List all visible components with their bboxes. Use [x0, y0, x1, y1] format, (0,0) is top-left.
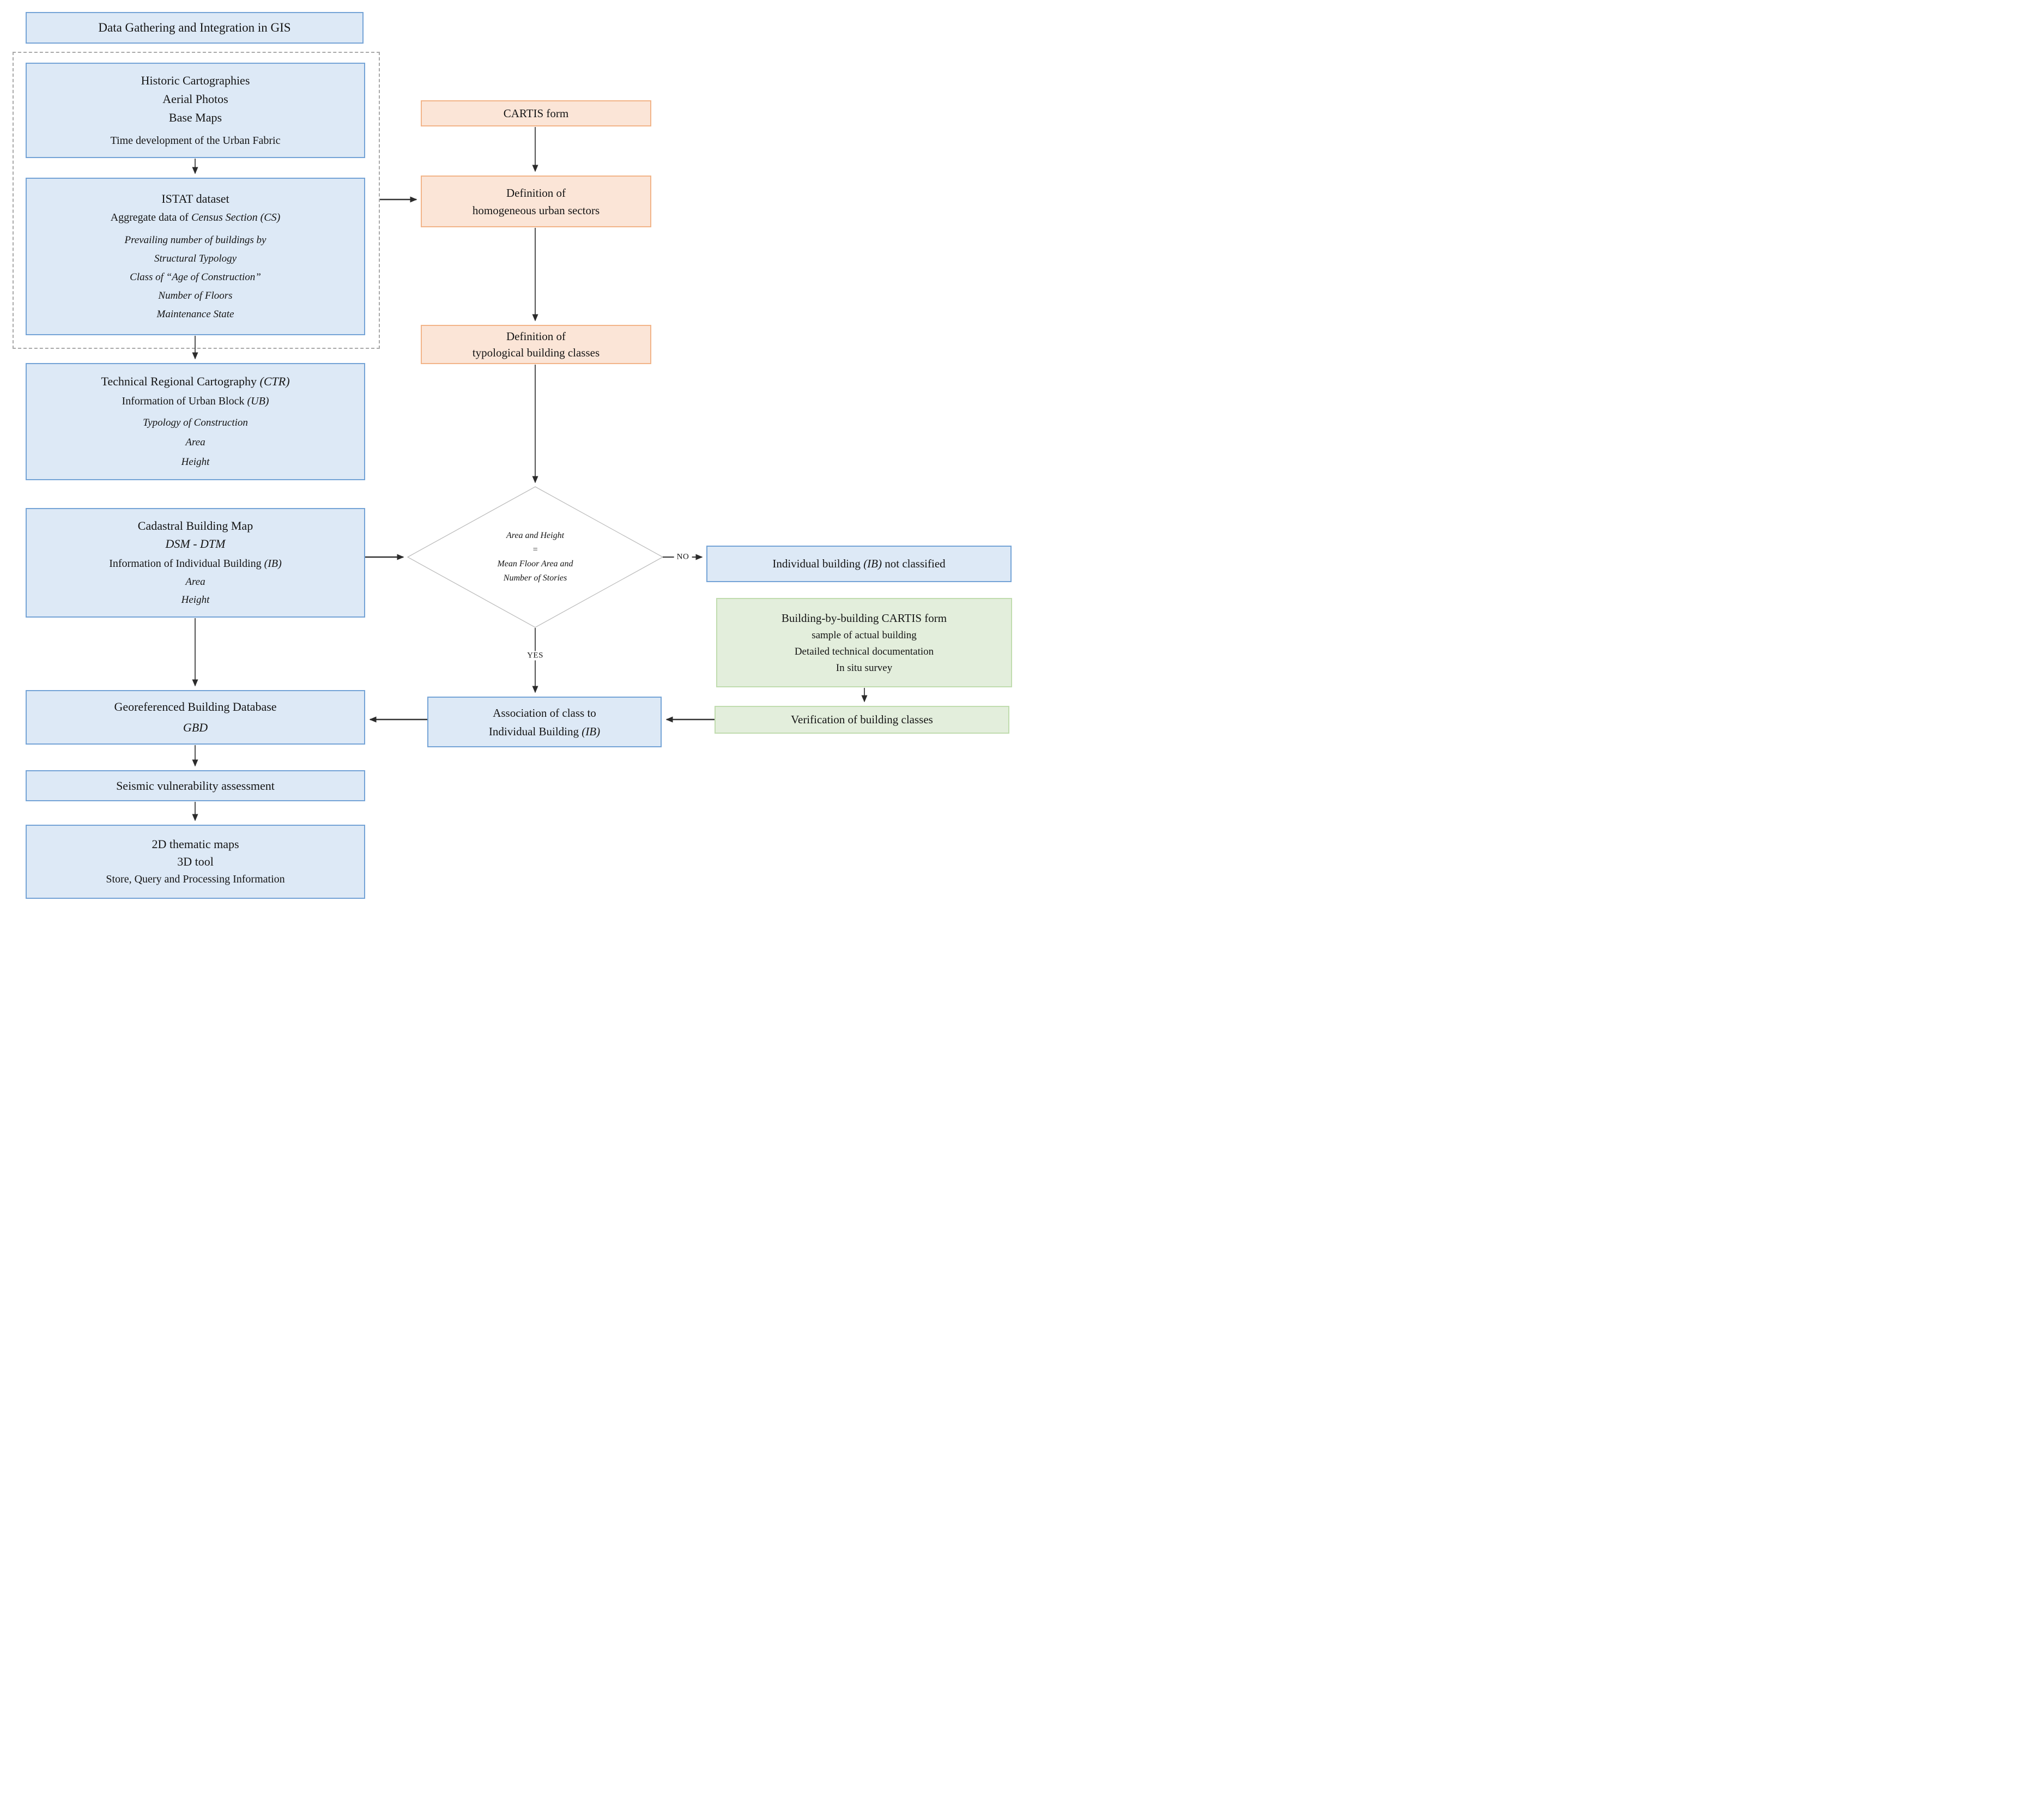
node-line: Detailed technical documentation	[794, 646, 934, 657]
node-cartis-form: CARTIS form	[421, 100, 651, 126]
node-line: Time development of the Urban Fabric	[110, 134, 281, 147]
node-line: Number of Floors	[158, 289, 233, 301]
node-line: Individual building (IB) not classified	[772, 557, 945, 571]
node-line: Typology of Construction	[143, 416, 248, 428]
node-line: Prevailing number of buildings by	[124, 234, 267, 246]
flowchart-canvas: Data Gathering and Integration in GIS Hi…	[0, 0, 1017, 910]
node-line-part: Information of Urban Block	[122, 395, 247, 407]
node-line-part: Individual Building	[488, 724, 582, 738]
node-line: sample of actual building	[812, 630, 917, 641]
node-line: Historic Cartographies	[141, 73, 250, 87]
node-line: DSM - DTM	[165, 537, 226, 551]
node-line: Verification of building classes	[791, 713, 933, 726]
label-yes: YES	[524, 651, 546, 661]
node-line: Information of Urban Block (UB)	[122, 391, 269, 411]
node-seismic-vulnerability-assessment: Seismic vulnerability assessment	[26, 770, 365, 801]
node-line-part: (UB)	[247, 395, 269, 407]
node-line-part: (IB)	[264, 558, 282, 570]
node-individual-building-not-classified: Individual building (IB) not classified	[706, 546, 1012, 582]
node-line: Height	[181, 456, 210, 468]
node-georeferenced-building-database: Georeferenced Building Database GBD	[26, 690, 365, 745]
label-no: NO	[674, 552, 692, 562]
node-istat-dataset: ISTAT dataset Aggregate data of Census S…	[26, 178, 365, 335]
node-line-part: (CTR)	[259, 374, 290, 388]
node-definition-typological-building-classes: Definition of typological building class…	[421, 325, 651, 364]
node-line: GBD	[183, 721, 208, 734]
node-line: Number of Stories	[503, 573, 567, 583]
node-verification-building-classes: Verification of building classes	[715, 706, 1009, 734]
node-line: homogeneous urban sectors	[472, 203, 600, 217]
node-line: Area	[185, 576, 205, 588]
node-association-class-to-building: Association of class to Individual Build…	[427, 697, 662, 747]
node-line: Area and Height	[506, 531, 565, 540]
title-box: Data Gathering and Integration in GIS	[26, 12, 364, 44]
node-technical-regional-cartography: Technical Regional Cartography (CTR) Inf…	[26, 363, 365, 480]
node-line: Store, Query and Processing Information	[106, 873, 285, 885]
node-line-part: (IB)	[582, 724, 601, 738]
node-line: 2D thematic maps	[152, 837, 239, 851]
node-line: Technical Regional Cartography (CTR)	[101, 372, 289, 391]
node-line-part: Technical Regional Cartography	[101, 374, 260, 388]
node-building-by-building-cartis-form: Building-by-building CARTIS form sample …	[716, 598, 1012, 687]
node-definition-homogeneous-urban-sectors: Definition of homogeneous urban sectors	[421, 176, 651, 227]
node-line: typological building classes	[472, 346, 600, 359]
node-cadastral-building-map: Cadastral Building Map DSM - DTM Informa…	[26, 508, 365, 618]
node-line: In situ survey	[836, 662, 893, 674]
node-line: Height	[181, 594, 210, 606]
node-line: 3D tool	[177, 855, 214, 868]
node-line-part: (IB)	[863, 557, 882, 570]
node-line: =	[532, 545, 538, 554]
data-sources-group-outline	[13, 52, 380, 349]
node-historic-sources: Historic Cartographies Aerial Photos Bas…	[26, 63, 365, 158]
node-output-tools: 2D thematic maps 3D tool Store, Query an…	[26, 825, 365, 899]
node-line: Cadastral Building Map	[137, 519, 253, 533]
node-line: Seismic vulnerability assessment	[116, 778, 275, 793]
node-line-part: Individual building	[772, 557, 864, 570]
decision-area-height-text: Area and Height = Mean Floor Area and Nu…	[443, 527, 628, 588]
node-line: Aggregate data of Census Section (CS)	[111, 208, 281, 227]
node-line: Mean Floor Area and	[497, 559, 573, 569]
node-line-part: not classified	[882, 557, 946, 570]
node-line: Definition of	[506, 330, 566, 343]
node-line: Individual Building (IB)	[489, 722, 600, 741]
node-line: Association of class to	[493, 706, 596, 719]
node-line: CARTIS form	[503, 106, 569, 120]
node-line-part: Census Section (CS)	[191, 211, 281, 223]
node-line-part: Aggregate data of	[110, 211, 191, 223]
node-line: Georeferenced Building Database	[114, 700, 277, 714]
node-line: Base Maps	[168, 110, 222, 124]
page-title: Data Gathering and Integration in GIS	[98, 21, 291, 34]
node-line: Information of Individual Building (IB)	[109, 555, 282, 573]
node-line: Structural Typology	[154, 252, 237, 264]
node-line: Area	[185, 436, 205, 448]
node-line: Class of “Age of Construction”	[130, 271, 261, 283]
node-line: Aerial Photos	[162, 92, 228, 106]
node-line: Maintenance State	[156, 308, 234, 320]
node-line: Definition of	[506, 186, 566, 199]
node-line-part: Information of Individual Building	[109, 558, 264, 570]
node-line: ISTAT dataset	[161, 191, 229, 205]
node-line: Building-by-building CARTIS form	[781, 612, 947, 625]
